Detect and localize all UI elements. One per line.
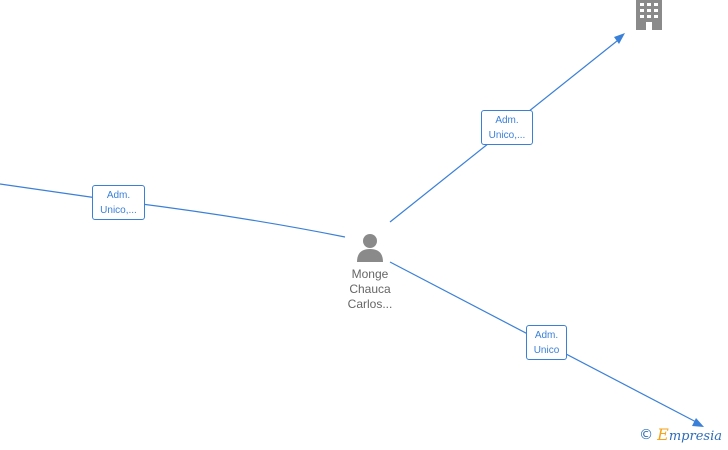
edge-label-company[interactable]: Adm. Unico,...	[481, 110, 533, 145]
edge-label-line: Adm.	[534, 330, 559, 341]
edge-label-line: Unico,...	[100, 205, 137, 216]
edge-label-line: Unico,...	[488, 130, 526, 141]
brand-watermark: © Empresia	[639, 425, 722, 444]
person-icon	[357, 234, 383, 262]
edge-line-left	[0, 183, 346, 238]
building-icon	[636, 0, 662, 30]
edge-label-line: Adm.	[106, 190, 131, 201]
arrowhead-bottom-right	[692, 418, 704, 427]
copyright-icon: ©	[639, 426, 654, 443]
person-name-line: Monge	[351, 267, 389, 281]
edge-label-left[interactable]: Adm. Unico,...	[92, 185, 145, 220]
arrowhead-company	[614, 33, 625, 44]
edge-label-line: Adm.	[495, 115, 519, 126]
brand-rest: mpresia	[668, 429, 722, 444]
edge-label-bottom-right[interactable]: Adm. Unico	[526, 325, 567, 360]
person-name-line: Carlos...	[347, 297, 393, 311]
edge-label-line: Unico	[533, 345, 560, 356]
person-node[interactable]: Monge Chauca Carlos...	[335, 232, 405, 312]
person-name: Monge Chauca Carlos...	[335, 267, 405, 312]
person-name-line: Chauca	[349, 282, 391, 296]
brand-logo: Empresia	[657, 425, 722, 444]
company-node[interactable]	[632, 0, 666, 35]
brand-initial: E	[657, 425, 669, 444]
